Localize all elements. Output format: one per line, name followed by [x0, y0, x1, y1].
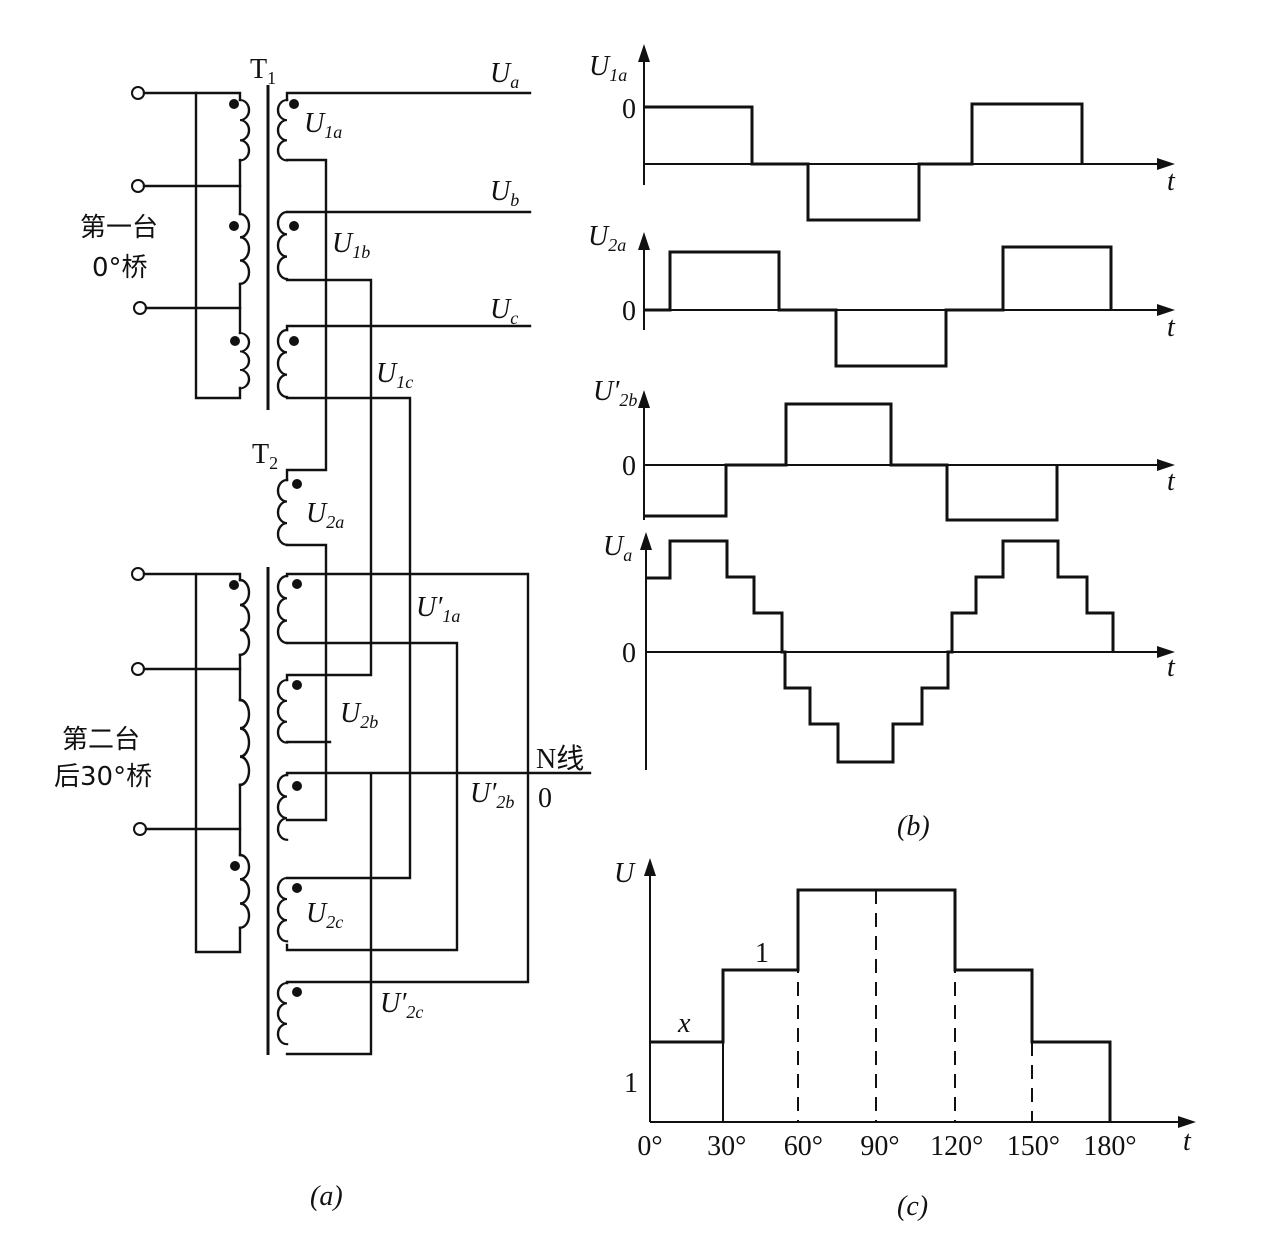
t2-secondary-dot-2 [292, 680, 302, 690]
t1-secondary-coils [276, 98, 289, 399]
t1-secondary-dot-c [289, 336, 299, 346]
u2c-prime-return [285, 773, 373, 1056]
wave-u1a-label: U1a [589, 51, 627, 85]
t2-secondary-dot-4 [292, 883, 302, 893]
terminal-b2 [131, 662, 145, 676]
t1-primary-dot-b [229, 221, 239, 231]
wave-u2b-prime-t: t [1167, 466, 1176, 497]
neutral-loop-a [285, 572, 530, 985]
wave-u2a-t: t [1167, 312, 1176, 343]
t2-primary-dot-c [230, 861, 240, 871]
chart-tick-label: 120° [930, 1131, 983, 1162]
output-uc-line [285, 324, 532, 332]
bridge2-line2: 后30°桥 [54, 762, 152, 792]
label-u2b-prime: U′2b [470, 778, 514, 812]
wave-ua-t: t [1167, 652, 1176, 683]
chart-tick-label: 150° [1007, 1131, 1060, 1162]
chart-x-label: t [1183, 1126, 1192, 1157]
bridge2-line1: 第二台 [62, 725, 140, 755]
chart-tick-label: 90° [860, 1131, 899, 1162]
wave-u1a-zero: 0 [622, 94, 636, 125]
transformer-schematic [131, 85, 592, 1056]
chart-tick-label: 30° [707, 1131, 746, 1162]
step-chart: U t x 1 1 0° 30° 60° 90° 120° 150° 180° (c) [614, 858, 1196, 1222]
chart-tick-labels: 0° 30° 60° 90° 120° 150° 180° [637, 1131, 1136, 1162]
label-u1a: U1a [304, 108, 342, 142]
u1b-return [285, 278, 373, 682]
chart-tick-label: 60° [784, 1131, 823, 1162]
chart-base-label-1: 1 [624, 1068, 638, 1099]
wave-u2a-trace [644, 245, 1113, 368]
label-u2a: U2a [306, 498, 344, 532]
wave-u2b-prime-trace [644, 402, 1059, 522]
terminal-c1 [133, 301, 147, 315]
wave-ua-zero: 0 [622, 638, 636, 669]
chart-step-trace [650, 888, 1112, 1122]
label-u2c-prime: U′2c [380, 988, 423, 1022]
t1-label: T1 [250, 54, 276, 88]
t1-secondary-dot-b [289, 221, 299, 231]
terminal-b1 [131, 179, 145, 193]
label-u1c: U1c [376, 358, 413, 392]
t1-primary-dot-c [230, 336, 240, 346]
label-ub: Ub [490, 176, 519, 210]
label-u1b: U1b [332, 228, 370, 262]
bridge1-line1: 第一台 [80, 213, 158, 243]
t1-secondary-dot-a [289, 99, 299, 109]
wave-ua [640, 532, 1175, 770]
waveform-panel: U1a 0 t U2a 0 t U′2b 0 t Ua 0 t (b) [588, 44, 1176, 842]
label-u2c: U2c [306, 898, 343, 932]
label-uc: Uc [490, 294, 518, 328]
wave-u2b-prime [638, 390, 1175, 522]
t2-primary-dot-a [229, 580, 239, 590]
terminal-a1 [131, 86, 145, 100]
t2-secondary-dot-1 [292, 579, 302, 589]
wave-u2b-prime-zero: 0 [622, 451, 636, 482]
neutral-line [285, 771, 592, 777]
bridge1-line2: 0°桥 [92, 253, 148, 283]
wave-u2a-label: U2a [588, 221, 626, 255]
wave-ua-trace [646, 539, 1115, 764]
t2-dot [292, 479, 302, 489]
u1a-return [285, 158, 328, 482]
terminal-c2 [133, 822, 147, 836]
wave-u1a [638, 44, 1175, 222]
t2-primary-coils [238, 578, 251, 929]
chart-tick-label: 180° [1083, 1131, 1136, 1162]
panel-a-caption: (a) [310, 1181, 343, 1212]
chart-step-label-1: 1 [755, 938, 769, 969]
chart-y-label: U [614, 858, 636, 889]
chart-tick-label: 0° [637, 1131, 662, 1162]
t2-secondary-dot-5 [292, 987, 302, 997]
terminal-a2 [131, 567, 145, 581]
wave-u2b-prime-label: U′2b [593, 376, 637, 410]
label-u1a-prime: U′1a [416, 592, 460, 626]
neutral-zero: 0 [538, 783, 552, 814]
panel-b-caption: (b) [897, 811, 930, 842]
u2a-return [285, 543, 328, 822]
t2-label: T2 [252, 439, 278, 473]
label-u2b: U2b [340, 698, 378, 732]
chart-step-label-x: x [677, 1008, 691, 1039]
t1-primary-dot-a [229, 99, 239, 109]
output-ua-line [285, 91, 532, 102]
u1c-return [285, 396, 412, 880]
u1a-prime-loop [285, 641, 459, 952]
neutral-label: N线 [536, 743, 584, 775]
panel-c-caption: (c) [897, 1191, 928, 1222]
panel-a-labels: T1 T2 第一台 0°桥 第二台 后30°桥 N线 0 Ua Ub Uc U1… [54, 54, 584, 1212]
wave-u2a-zero: 0 [622, 296, 636, 327]
t2-secondary-dot-3 [292, 781, 302, 791]
t1-primary-coils [238, 98, 251, 390]
label-ua: Ua [490, 58, 519, 92]
wave-u1a-trace [644, 102, 1084, 222]
wave-u2a [638, 232, 1175, 368]
wave-u1a-t: t [1167, 166, 1176, 197]
t2-secondary-coils [276, 574, 289, 1046]
wave-ua-label: Ua [603, 531, 632, 565]
